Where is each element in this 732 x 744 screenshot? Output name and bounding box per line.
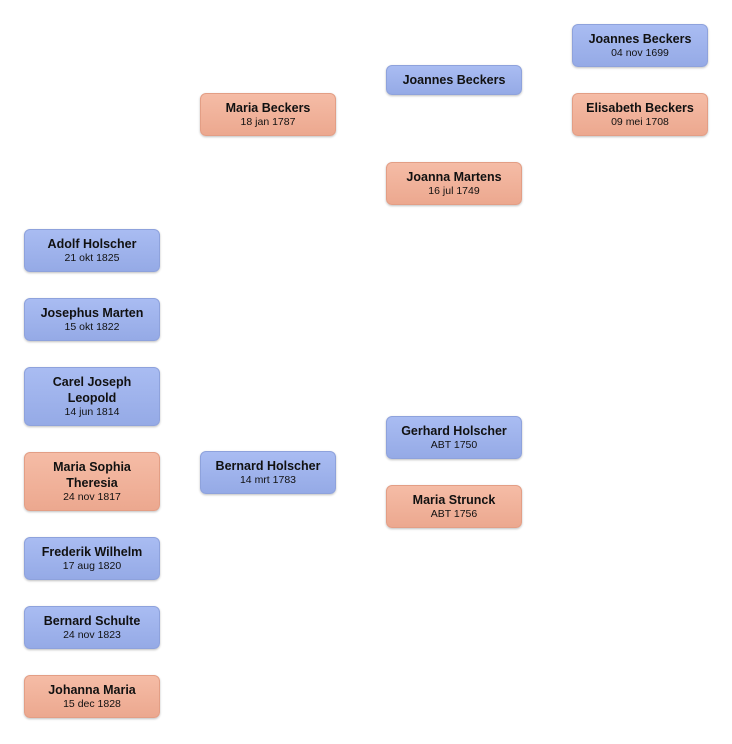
person-name: Bernard Holscher — [215, 459, 321, 473]
person-card-paternal-grandmother[interactable]: Maria Strunck ABT 1756 — [386, 485, 522, 528]
person-card-great-grandmother[interactable]: Elisabeth Beckers 09 mei 1708 — [572, 93, 708, 136]
person-birth-date: ABT 1750 — [430, 439, 478, 451]
person-card-frederik-wilhelm[interactable]: Frederik Wilhelm 17 aug 1820 — [24, 537, 160, 580]
person-card-maria-sophia-theresia[interactable]: Maria Sophia Theresia 24 nov 1817 — [24, 452, 160, 511]
person-card-bernard-schulte[interactable]: Bernard Schulte 24 nov 1823 — [24, 606, 160, 649]
person-name: Joannes Beckers — [588, 32, 692, 46]
person-birth-date: 24 nov 1823 — [63, 629, 121, 641]
person-card-father[interactable]: Bernard Holscher 14 mrt 1783 — [200, 451, 336, 494]
person-birth-date: 18 jan 1787 — [240, 116, 296, 128]
person-card-maternal-grandmother[interactable]: Joanna Martens 16 jul 1749 — [386, 162, 522, 205]
person-name: Maria Strunck — [412, 493, 496, 507]
person-name: Josephus Marten — [40, 306, 144, 320]
person-card-great-grandfather[interactable]: Joannes Beckers 04 nov 1699 — [572, 24, 708, 67]
person-card-mother[interactable]: Maria Beckers 18 jan 1787 — [200, 93, 336, 136]
person-name: Johanna Maria — [48, 683, 136, 697]
person-name: Maria Sophia Theresia — [53, 460, 131, 490]
person-name: Joanna Martens — [406, 170, 502, 184]
person-name: Elisabeth Beckers — [586, 101, 694, 115]
person-card-adolf-holscher[interactable]: Adolf Holscher 21 okt 1825 — [24, 229, 160, 272]
person-birth-date: 16 jul 1749 — [428, 185, 480, 197]
person-card-josephus-marten[interactable]: Josephus Marten 15 okt 1822 — [24, 298, 160, 341]
person-birth-date: 14 jun 1814 — [64, 406, 120, 418]
person-birth-date: 17 aug 1820 — [62, 560, 122, 572]
person-name: Carel Joseph Leopold — [52, 375, 132, 405]
person-birth-date: 21 okt 1825 — [64, 252, 120, 264]
person-card-carel-joseph-leopold[interactable]: Carel Joseph Leopold 14 jun 1814 — [24, 367, 160, 426]
person-name: Adolf Holscher — [47, 237, 137, 251]
person-birth-date: 15 dec 1828 — [63, 698, 121, 710]
person-birth-date: 04 nov 1699 — [611, 47, 669, 59]
person-card-maternal-grandfather[interactable]: Joannes Beckers — [386, 65, 522, 95]
person-name: Joannes Beckers — [402, 73, 506, 87]
person-birth-date: ABT 1756 — [430, 508, 478, 520]
person-name: Gerhard Holscher — [401, 424, 507, 438]
person-name: Frederik Wilhelm — [41, 545, 143, 559]
person-birth-date: 24 nov 1817 — [63, 491, 121, 503]
person-card-johanna-maria[interactable]: Johanna Maria 15 dec 1828 — [24, 675, 160, 718]
person-name: Maria Beckers — [225, 101, 311, 115]
person-card-paternal-grandfather[interactable]: Gerhard Holscher ABT 1750 — [386, 416, 522, 459]
person-birth-date: 15 okt 1822 — [64, 321, 120, 333]
person-name: Bernard Schulte — [43, 614, 141, 628]
person-birth-date: 09 mei 1708 — [611, 116, 669, 128]
person-birth-date: 14 mrt 1783 — [239, 474, 297, 486]
